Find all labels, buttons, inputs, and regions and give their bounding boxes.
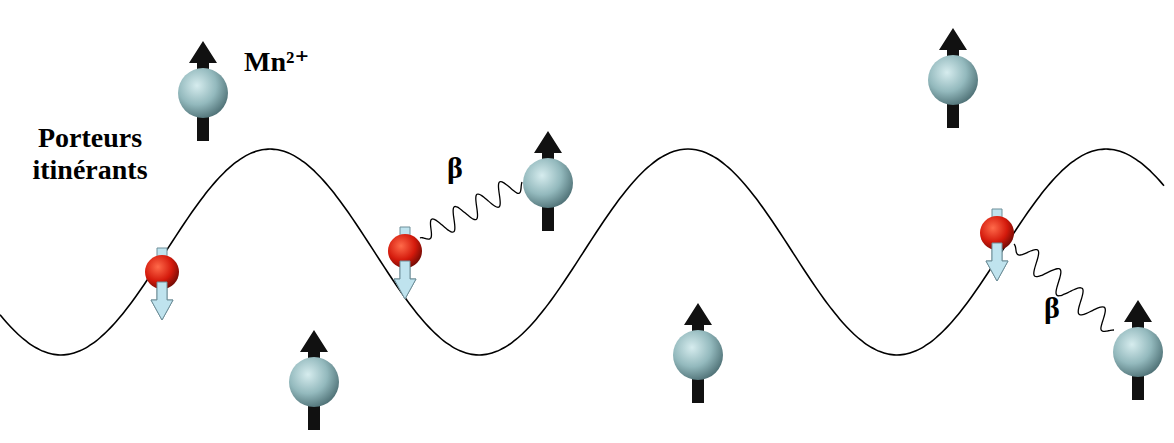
ion-sphere — [289, 357, 339, 407]
mn-ion — [928, 28, 978, 128]
mn-ion — [178, 41, 228, 141]
exchange-coupling — [420, 182, 522, 240]
spin-arrow — [986, 243, 1008, 281]
ion-sphere — [928, 55, 978, 105]
ion-sphere — [1113, 327, 1163, 377]
carrier — [980, 209, 1014, 281]
mn-ion — [1113, 300, 1163, 400]
exchange-coupling — [1014, 244, 1114, 331]
carrier — [388, 227, 422, 299]
carrier-label: Porteurs itinérants — [5, 122, 175, 186]
coupling-label: β — [447, 151, 463, 186]
ion-sphere — [523, 158, 573, 208]
spin-arrow — [151, 282, 173, 320]
mn-ion — [289, 330, 339, 430]
mn-ion — [673, 303, 723, 403]
coupling-label: β — [1044, 291, 1060, 326]
spin-arrow — [394, 261, 416, 299]
carrier — [145, 248, 179, 320]
carrier-wave — [0, 149, 1164, 355]
ion-label: Mn²⁺ — [244, 46, 309, 78]
ion-sphere — [178, 68, 228, 118]
mn-ion — [523, 131, 573, 231]
ion-sphere — [673, 330, 723, 380]
